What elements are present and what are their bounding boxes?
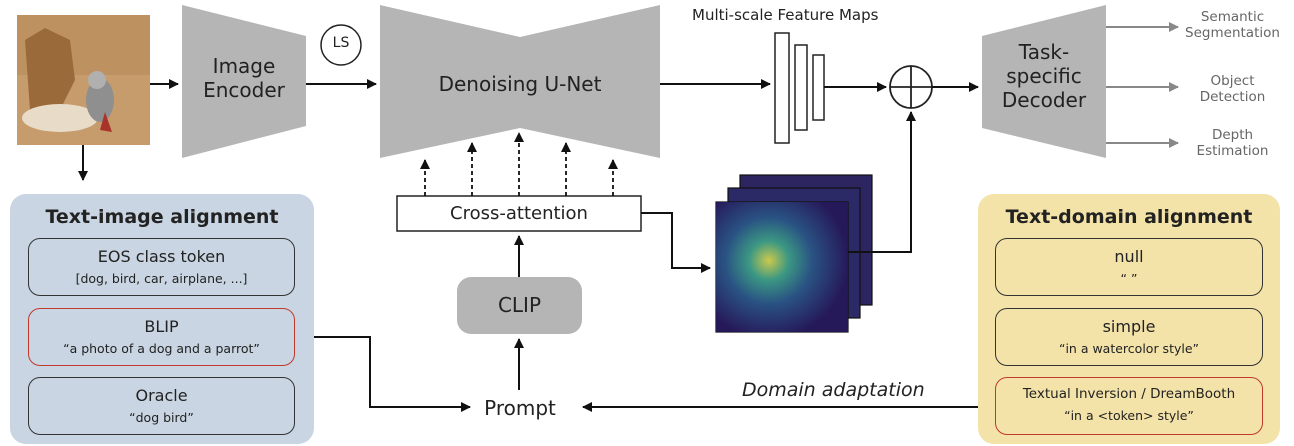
eos-class-token-option: EOS class token [dog, bird, car, airplan… [28, 238, 295, 296]
decoder-block [982, 5, 1106, 158]
decoder-label: Task- specific Decoder [1001, 40, 1087, 112]
feature-maps-block [774, 32, 825, 144]
option-example: “in a <token> style” [1064, 408, 1194, 423]
option-name: simple [1102, 317, 1156, 336]
blip-option: BLIP “a photo of a dog and a parrot” [28, 308, 295, 366]
option-name: Oracle [135, 386, 188, 405]
output-depth-estimation: Depth Estimation [1196, 127, 1269, 160]
panel-title: Text-domain alignment [1005, 206, 1253, 228]
option-example: “dog bird” [129, 410, 194, 425]
output-object-detection: Object Detection [1199, 73, 1266, 106]
text-domain-alignment-panel: Text-domain alignment null “ ” simple “i… [978, 194, 1280, 444]
feature-maps-label: Multi-scale Feature Maps [692, 6, 879, 24]
option-name: BLIP [144, 317, 179, 336]
image-encoder-block [182, 5, 306, 158]
sum-operator [889, 65, 933, 109]
option-example: “a photo of a dog and a parrot” [63, 341, 260, 356]
option-name: Textual Inversion / DreamBooth [1022, 386, 1236, 402]
option-name: null [1114, 247, 1144, 266]
cross-attention-box [396, 195, 642, 232]
option-example: “in a watercolor style” [1058, 341, 1200, 356]
clip-label: CLIP [497, 293, 542, 317]
panel-title: Text-image alignment [45, 206, 279, 228]
domain-adaptation-label: Domain adaptation [742, 379, 925, 401]
textual-inversion-option: Textual Inversion / DreamBooth “in a <to… [995, 377, 1263, 435]
image-encoder-label: Image Encoder [203, 54, 285, 102]
option-example: [dog, bird, car, airplane, ...] [75, 271, 248, 286]
attention-maps [715, 174, 873, 333]
cross-attention-label: Cross-attention [450, 203, 588, 224]
text-image-alignment-panel: Text-image alignment EOS class token [do… [10, 194, 314, 444]
ls-circle [320, 24, 362, 66]
oracle-option: Oracle “dog bird” [28, 377, 295, 435]
prompt-label: Prompt [484, 396, 556, 420]
option-example: “ ” [1120, 271, 1138, 286]
output-semantic-segmentation: Semantic Segmentation [1185, 9, 1280, 42]
clip-box [457, 277, 582, 334]
ls-label: LS [332, 35, 350, 51]
option-name: EOS class token [97, 247, 226, 266]
simple-option: simple “in a watercolor style” [995, 308, 1263, 366]
unet-block [380, 5, 660, 158]
input-image [17, 15, 150, 145]
null-option: null “ ” [995, 238, 1263, 296]
unet-label: Denoising U-Net [438, 72, 602, 96]
